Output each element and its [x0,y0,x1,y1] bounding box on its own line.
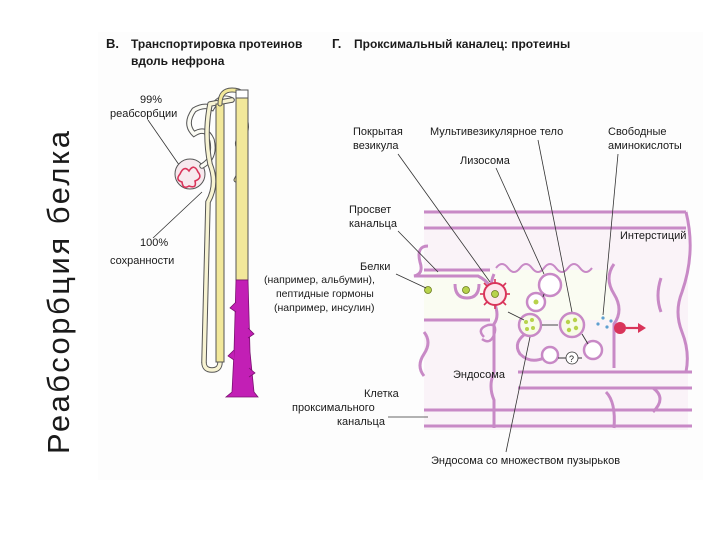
panel-b: В. Транспортировка протеинов вдоль нефро… [106,36,302,398]
panel-g-letter: Г. [332,36,341,51]
endosome-vesicle [540,345,560,365]
panel-b-title-line1: Транспортировка протеинов [131,37,302,51]
proteins-label-2: (например, альбумин), [264,274,375,286]
lumen-label-1: Просвет [349,204,391,216]
mvb-contents [565,317,579,333]
amino-acid-dots [596,316,613,329]
panel-b-letter: В. [106,36,119,51]
panel-g: Г. Проксимальный каналец: протеины [264,36,692,467]
interstitium-label: Интерстиций [620,230,686,242]
lumen-strip [424,270,610,320]
unknown-step-label: ? [569,354,574,364]
lumen-label-2: канальца [349,218,398,230]
free-amino-label-1: Свободные [608,126,666,138]
coated-vesicle-label-1: Покрытая [353,126,403,138]
reabsorption-label: реабсорбции [110,108,177,120]
membranes [413,210,692,429]
proteins-label-1: Белки [360,261,390,273]
endosome-loop [479,323,497,343]
early-vesicle-protein [533,299,539,305]
reabsorption-pointer [147,119,185,173]
proteins-label-4: (например, инсулин) [274,302,374,314]
panel-g-title: Проксимальный каналец: протеины [354,37,570,51]
protein-dot [424,286,432,294]
multivesicular-body-label: Мультивезикулярное тело [430,126,563,138]
figure: В. Транспортировка протеинов вдоль нефро… [98,32,703,480]
lysosome [537,272,563,298]
panel-b-title-line2: вдоль нефрона [131,54,225,68]
collecting-duct-branches [227,301,256,378]
figure-svg: В. Транспортировка протеинов вдоль нефро… [106,36,692,467]
collecting-duct-upper [235,89,249,281]
lysosome-label: Лизосома [460,155,511,167]
amino-acid-transporter [614,322,626,334]
preserved-pct-label: 100% [140,237,168,249]
collecting-duct-lower [224,279,259,398]
coated-pit [453,283,481,300]
multi-endosome-contents [524,318,535,331]
collecting-duct-top [235,89,249,99]
lumen-villi [495,263,593,273]
proteins-label-3: пептидные гормоны [276,288,374,300]
exit-arrow-head [638,323,646,333]
slide-title-text: Реабсорбция белка [41,129,76,454]
multivesicular-body [558,311,586,339]
reabsorption-pct-label: 99% [140,94,162,106]
multi-endosome [517,312,543,338]
cell-label-1: Клетка [364,388,400,400]
nephron-drawing [174,87,259,398]
coated-vesicle-label-2: везикула [353,140,399,152]
loop-bottom-inner [202,361,222,372]
slide-title: Реабсорбция белка [28,92,80,462]
ascending-limb [215,103,225,363]
cell-label-2: проксимального [292,402,375,414]
coated-vesicle [480,279,510,309]
endosome-label: Эндосома [453,369,506,381]
free-amino-label-2: аминокислоты [608,140,682,152]
preserved-label: сохранности [110,255,174,267]
cell-label-3: канальца [337,416,386,428]
multi-endosome-label: Эндосома со множеством пузырьков [431,455,620,467]
label-pointers [388,139,619,453]
protein-in-pit [462,286,470,294]
unknown-step-marker [565,351,579,365]
preserved-pointer [152,191,203,239]
recycling-vesicle [582,339,604,361]
glomerulus-capillaries [177,166,201,189]
